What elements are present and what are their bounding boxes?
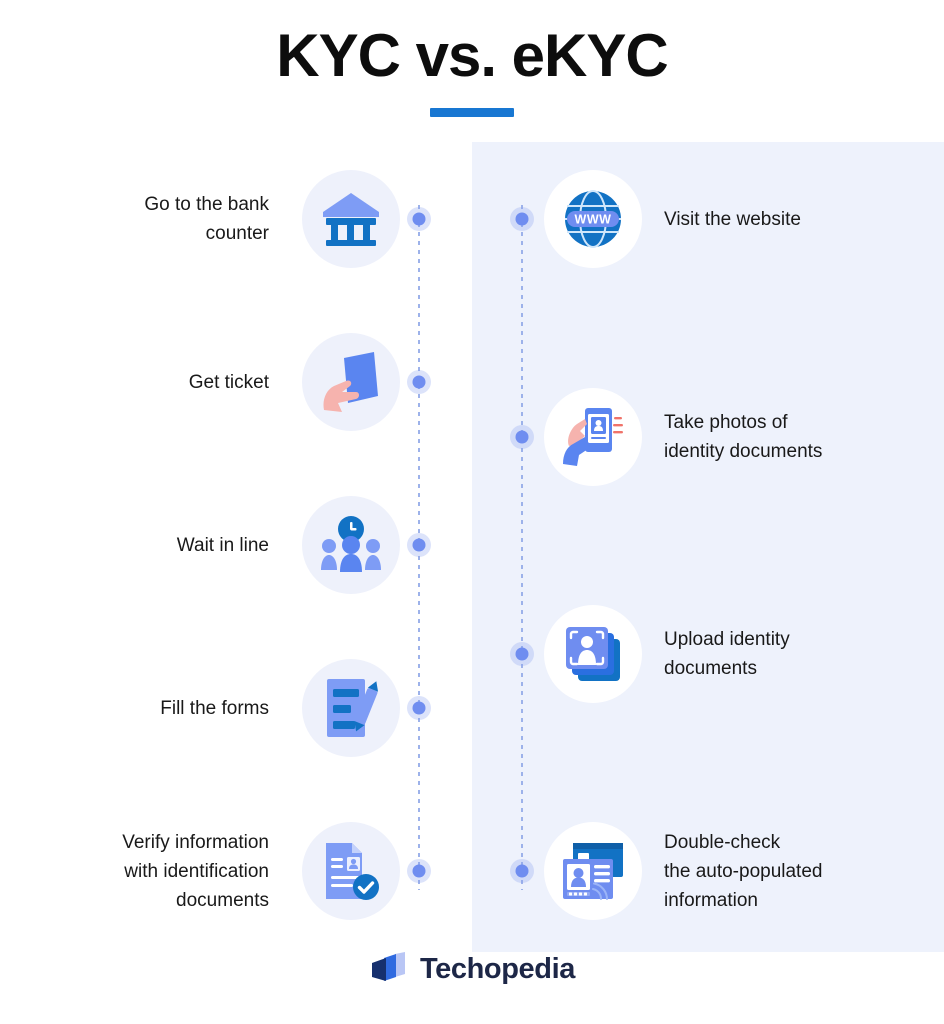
kyc-timeline-node-3 [407,533,431,557]
kyc-timeline-node-4 [407,696,431,720]
ekyc-timeline-node-1 [510,207,534,231]
ekyc-step-3-icon-bubble [544,605,642,703]
form-pencil-icon [321,676,381,740]
header: KYC vs. eKYC [0,24,944,117]
kyc-step-1-label: Go to the bank counter [144,194,269,244]
globe-www-icon: WWW [562,188,624,250]
kyc-step-5[interactable]: Verify information with identification d… [0,822,400,920]
title-underline-rule [430,108,514,117]
kyc-timeline-node-2 [407,370,431,394]
bank-icon [321,190,381,248]
kyc-step-4[interactable]: Fill the forms [0,659,400,757]
kyc-step-4-label: Fill the forms [160,697,269,719]
ekyc-step-2-icon-bubble [544,388,642,486]
kyc-step-4-icon-bubble [302,659,400,757]
techopedia-wordmark: Techopedia [420,953,575,985]
ekyc-timeline-node-4 [510,859,534,883]
ekyc-step-3[interactable]: Upload identity documents [544,605,944,703]
techopedia-logo-mark [369,950,409,989]
web-form-id-icon [561,841,625,901]
ekyc-timeline-rail [521,205,523,890]
kyc-step-2-icon-bubble [302,333,400,431]
kyc-step-5-icon-bubble [302,822,400,920]
ekyc-step-1[interactable]: WWW Visit the website [544,170,944,268]
ekyc-step-4-icon-bubble [544,822,642,920]
ekyc-step-1-label: Visit the website [664,208,801,230]
kyc-step-1[interactable]: Go to the bank counter [0,170,400,268]
kyc-step-3-label: Wait in line [176,534,269,556]
kyc-step-2[interactable]: Get ticket [0,333,400,431]
kyc-step-3[interactable]: Wait in line [0,496,400,594]
ekyc-step-4-label: Double-check the auto-populated informat… [664,831,823,911]
kyc-timeline-node-1 [407,207,431,231]
kyc-step-1-icon-bubble [302,170,400,268]
verified-document-icon [320,839,382,903]
phone-photo-id-icon [561,406,625,468]
ekyc-timeline-node-3 [510,642,534,666]
ticket-in-hand-icon [320,350,382,414]
page-title: KYC vs. eKYC [276,22,668,89]
stacked-id-cards-icon [562,623,624,685]
kyc-step-5-label: Verify information with identification d… [122,831,269,911]
footer-brand: Techopedia [0,950,944,989]
kyc-step-3-icon-bubble [302,496,400,594]
ekyc-timeline-node-2 [510,425,534,449]
svg-text:WWW: WWW [575,213,612,227]
kyc-timeline-node-5 [407,859,431,883]
ekyc-step-4[interactable]: Double-check the auto-populated informat… [544,822,944,920]
kyc-step-2-label: Get ticket [188,371,269,393]
ekyc-step-3-label: Upload identity documents [664,629,790,679]
queue-clock-icon [320,515,382,575]
ekyc-step-1-icon-bubble: WWW [544,170,642,268]
ekyc-step-2[interactable]: Take photos of identity documents [544,388,944,486]
ekyc-panel-background [472,142,944,952]
ekyc-step-2-label: Take photos of identity documents [664,412,823,462]
